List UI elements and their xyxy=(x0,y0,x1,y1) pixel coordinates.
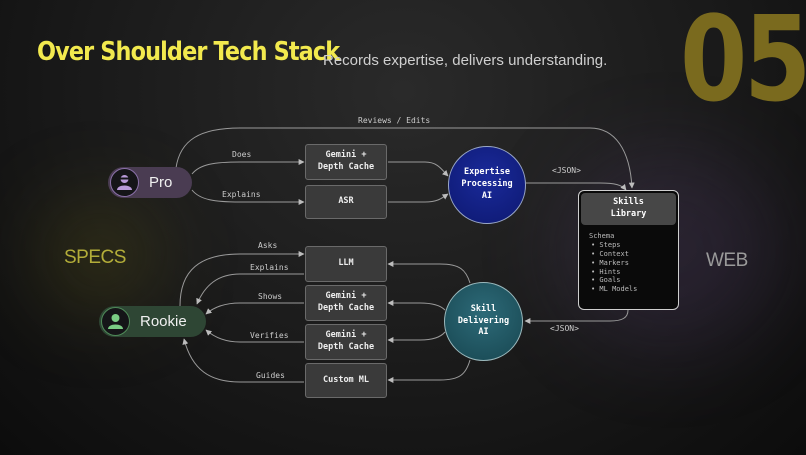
asks-label: Asks xyxy=(258,241,278,250)
shows-arrow xyxy=(205,302,304,315)
pro-actor: Pro xyxy=(108,167,192,198)
skills-schema: Schema • Steps • Context • Markers • Hin… xyxy=(579,227,678,294)
does-arrow xyxy=(191,159,305,175)
rookie-avatar-icon xyxy=(101,307,130,336)
schema-label: Schema xyxy=(589,232,615,240)
verifies-arrow xyxy=(205,329,304,343)
page-subtitle: Records expertise, delivers understandin… xyxy=(323,52,608,69)
gemini-depth-cache-box: Gemini + Depth Cache xyxy=(305,144,387,180)
schema-item: • Context xyxy=(591,249,629,258)
asr-box: ASR xyxy=(305,185,387,219)
rookie-label: Rookie xyxy=(140,313,187,330)
schema-item: • Hints xyxy=(591,267,621,276)
rookie-actor: Rookie xyxy=(99,306,206,337)
pro-label: Pro xyxy=(149,174,173,191)
slide-number: 05 xyxy=(680,0,806,128)
schema-item: • Markers xyxy=(591,258,629,267)
ai-to-llm-arrow xyxy=(387,261,471,284)
expertise-processing-ai: Expertise Processing AI xyxy=(448,146,526,224)
guides-label: Guides xyxy=(256,371,285,380)
gemini-shows-box: Gemini + Depth Cache xyxy=(305,285,387,321)
asr-to-ai-arrow xyxy=(388,193,449,203)
gemini-verifies-box: Gemini + Depth Cache xyxy=(305,324,387,360)
skills-library: Skills Library Schema • Steps • Context … xyxy=(578,190,679,310)
shows-label: Shows xyxy=(258,292,283,301)
guides-arrow xyxy=(182,338,304,383)
skills-library-title: Skills Library xyxy=(581,193,676,225)
pro-avatar-icon xyxy=(110,168,139,197)
explains-rookie-label: Explains xyxy=(250,263,289,272)
json-in-label: <JSON> xyxy=(552,166,581,175)
json-out-arrow xyxy=(524,309,629,324)
gemini-to-ai-arrow xyxy=(388,161,449,177)
reviews-arrow xyxy=(175,127,635,189)
asks-arrow xyxy=(179,251,305,307)
verifies-label: Verifies xyxy=(250,331,289,340)
ai-to-gemini-shows-arrow xyxy=(387,300,446,311)
specs-label: SPECS xyxy=(64,247,126,268)
schema-item: • Goals xyxy=(591,276,621,285)
llm-box: LLM xyxy=(305,246,387,282)
explains-pro-arrow xyxy=(191,189,305,205)
custom-ml-box: Custom ML xyxy=(305,363,387,398)
does-label: Does xyxy=(232,150,252,159)
page-title: Over Shoulder Tech Stack xyxy=(37,37,340,67)
explains-rookie-arrow xyxy=(196,273,304,305)
ai-to-custom-ml-arrow xyxy=(387,359,471,383)
schema-item: • Steps xyxy=(591,240,621,249)
explains-pro-label: Explains xyxy=(222,190,261,199)
ai-to-gemini-verifies-arrow xyxy=(387,331,446,343)
reviews-label: Reviews / Edits xyxy=(358,116,431,125)
json-in-arrow xyxy=(526,182,627,191)
schema-item: • ML Models xyxy=(591,285,638,294)
skill-delivering-ai: Skill Delivering AI xyxy=(444,282,523,361)
web-label: WEB xyxy=(706,250,748,271)
json-out-label: <JSON> xyxy=(550,324,579,333)
